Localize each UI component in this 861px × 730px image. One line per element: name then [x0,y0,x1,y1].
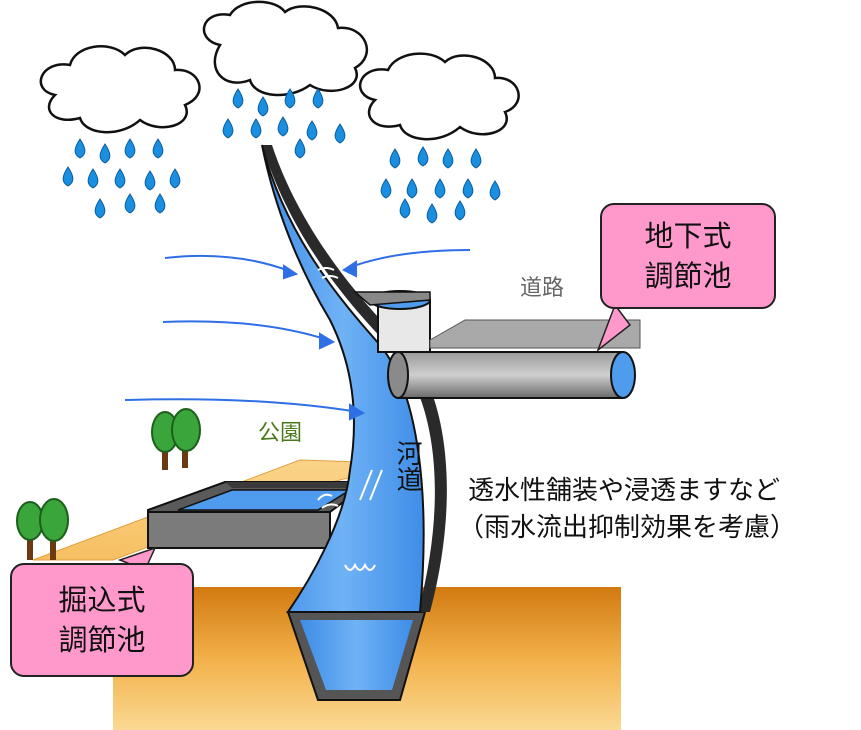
wind-arrow-icon [124,249,471,421]
raindrop-icon [426,203,438,224]
park-label: 公園 [258,421,303,446]
underground-reservoir-callout: 地下式 調節池 [600,203,776,309]
tree-icon [16,498,69,560]
road-label: 道路 [520,276,565,301]
raindrop-icon [99,143,111,164]
raindrop-icon [417,146,429,167]
raindrop-icon [399,198,411,219]
raindrop-icon [114,168,126,189]
callout-pointer [596,303,632,353]
raindrop-icon [434,178,446,199]
raindrop-icon [442,148,454,169]
raindrop-icon [232,88,244,109]
raindrop-icon [94,198,106,219]
raindrop-icon [74,138,86,159]
raindrop-icon [124,193,136,214]
raindrop-icon [470,148,482,169]
raindrop-icon [152,138,164,159]
cloud-icon [39,45,201,134]
measures-text-line2: （雨水流出抑制効果を考慮） [458,513,797,543]
raindrop-icon [277,116,289,137]
river-label: 河道 [392,440,422,492]
raindrop-icon [124,138,136,159]
raindrop-icon [87,168,99,189]
road-surface [429,319,641,349]
river-channel [261,144,447,613]
raindrop-icon [250,118,262,139]
river-channel-bottom [286,611,427,701]
raindrop-icon [222,118,234,139]
cloud-icon [358,52,520,141]
raindrop-icon [169,168,181,189]
excavated-reservoir-callout: 掘込式 調節池 [10,563,194,677]
raindrop-icon [389,148,401,169]
raindrop-icon [257,96,269,117]
underground-reservoir-intake [352,290,431,353]
raindrop-icon [380,178,392,199]
raindrop-icon [154,193,166,214]
excavated-pond [147,481,373,549]
measures-text-line1: 透水性舗装や浸透ますなど [468,476,781,506]
tree-icon [151,408,201,470]
raindrop-icon [406,178,418,199]
raindrop-icon [294,138,306,159]
raindrop-icon [144,170,156,191]
raindrop-icon [306,120,318,141]
raindrop-icon [334,123,346,144]
raindrop-icon [454,200,466,221]
cloud-icon [202,0,368,97]
raindrop-icon [489,180,501,201]
underground-pipe [387,351,636,399]
raindrop-icon [462,178,474,199]
raindrop-icon [284,88,296,109]
raindrop-icon [62,166,74,187]
raindrop-icon [312,88,324,109]
